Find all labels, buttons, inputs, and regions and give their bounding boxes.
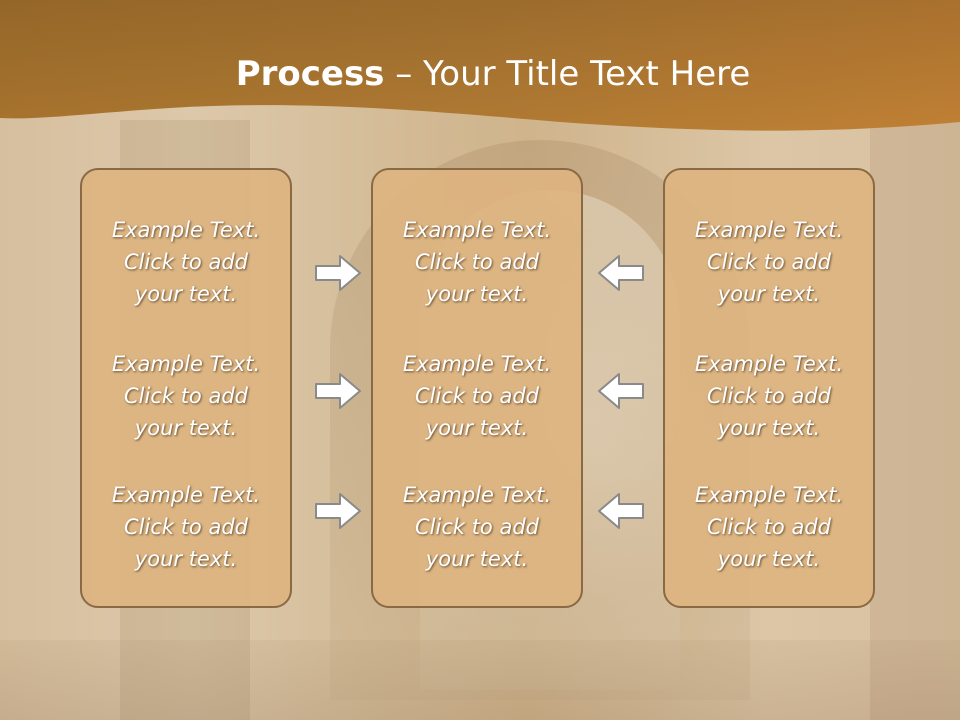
process-box-left[interactable]: Example Text. Click to add your text. Ex… [80,168,292,608]
text-placeholder[interactable]: Example Text. Click to add your text. [402,483,552,571]
text-placeholder[interactable]: Example Text. Click to add your text. [402,218,552,306]
background-floor [0,640,960,720]
arrow-left-icon [598,373,644,409]
arrow-left-icon [598,493,644,529]
text-placeholder[interactable]: Example Text. Click to add your text. [111,352,261,440]
process-box-center[interactable]: Example Text. Click to add your text. Ex… [371,168,583,608]
header-band: Process – Your Title Text Here [0,0,960,140]
text-placeholder[interactable]: Example Text. Click to add your text. [694,218,844,306]
process-box-right[interactable]: Example Text. Click to add your text. Ex… [663,168,875,608]
text-placeholder[interactable]: Example Text. Click to add your text. [111,218,261,306]
text-placeholder[interactable]: Example Text. Click to add your text. [694,483,844,571]
header-wave-shape [0,0,960,131]
background-pillar-right [870,120,960,720]
text-placeholder[interactable]: Example Text. Click to add your text. [402,352,552,440]
slide-title-rest: – Your Title Text Here [384,54,751,94]
arrow-right-icon [315,255,361,291]
text-placeholder[interactable]: Example Text. Click to add your text. [111,483,261,571]
arrow-right-icon [315,493,361,529]
slide-title[interactable]: Process – Your Title Text Here [0,52,960,96]
text-placeholder[interactable]: Example Text. Click to add your text. [694,352,844,440]
arrow-left-icon [598,255,644,291]
slide-title-bold: Process [235,54,385,94]
arrow-right-icon [315,373,361,409]
